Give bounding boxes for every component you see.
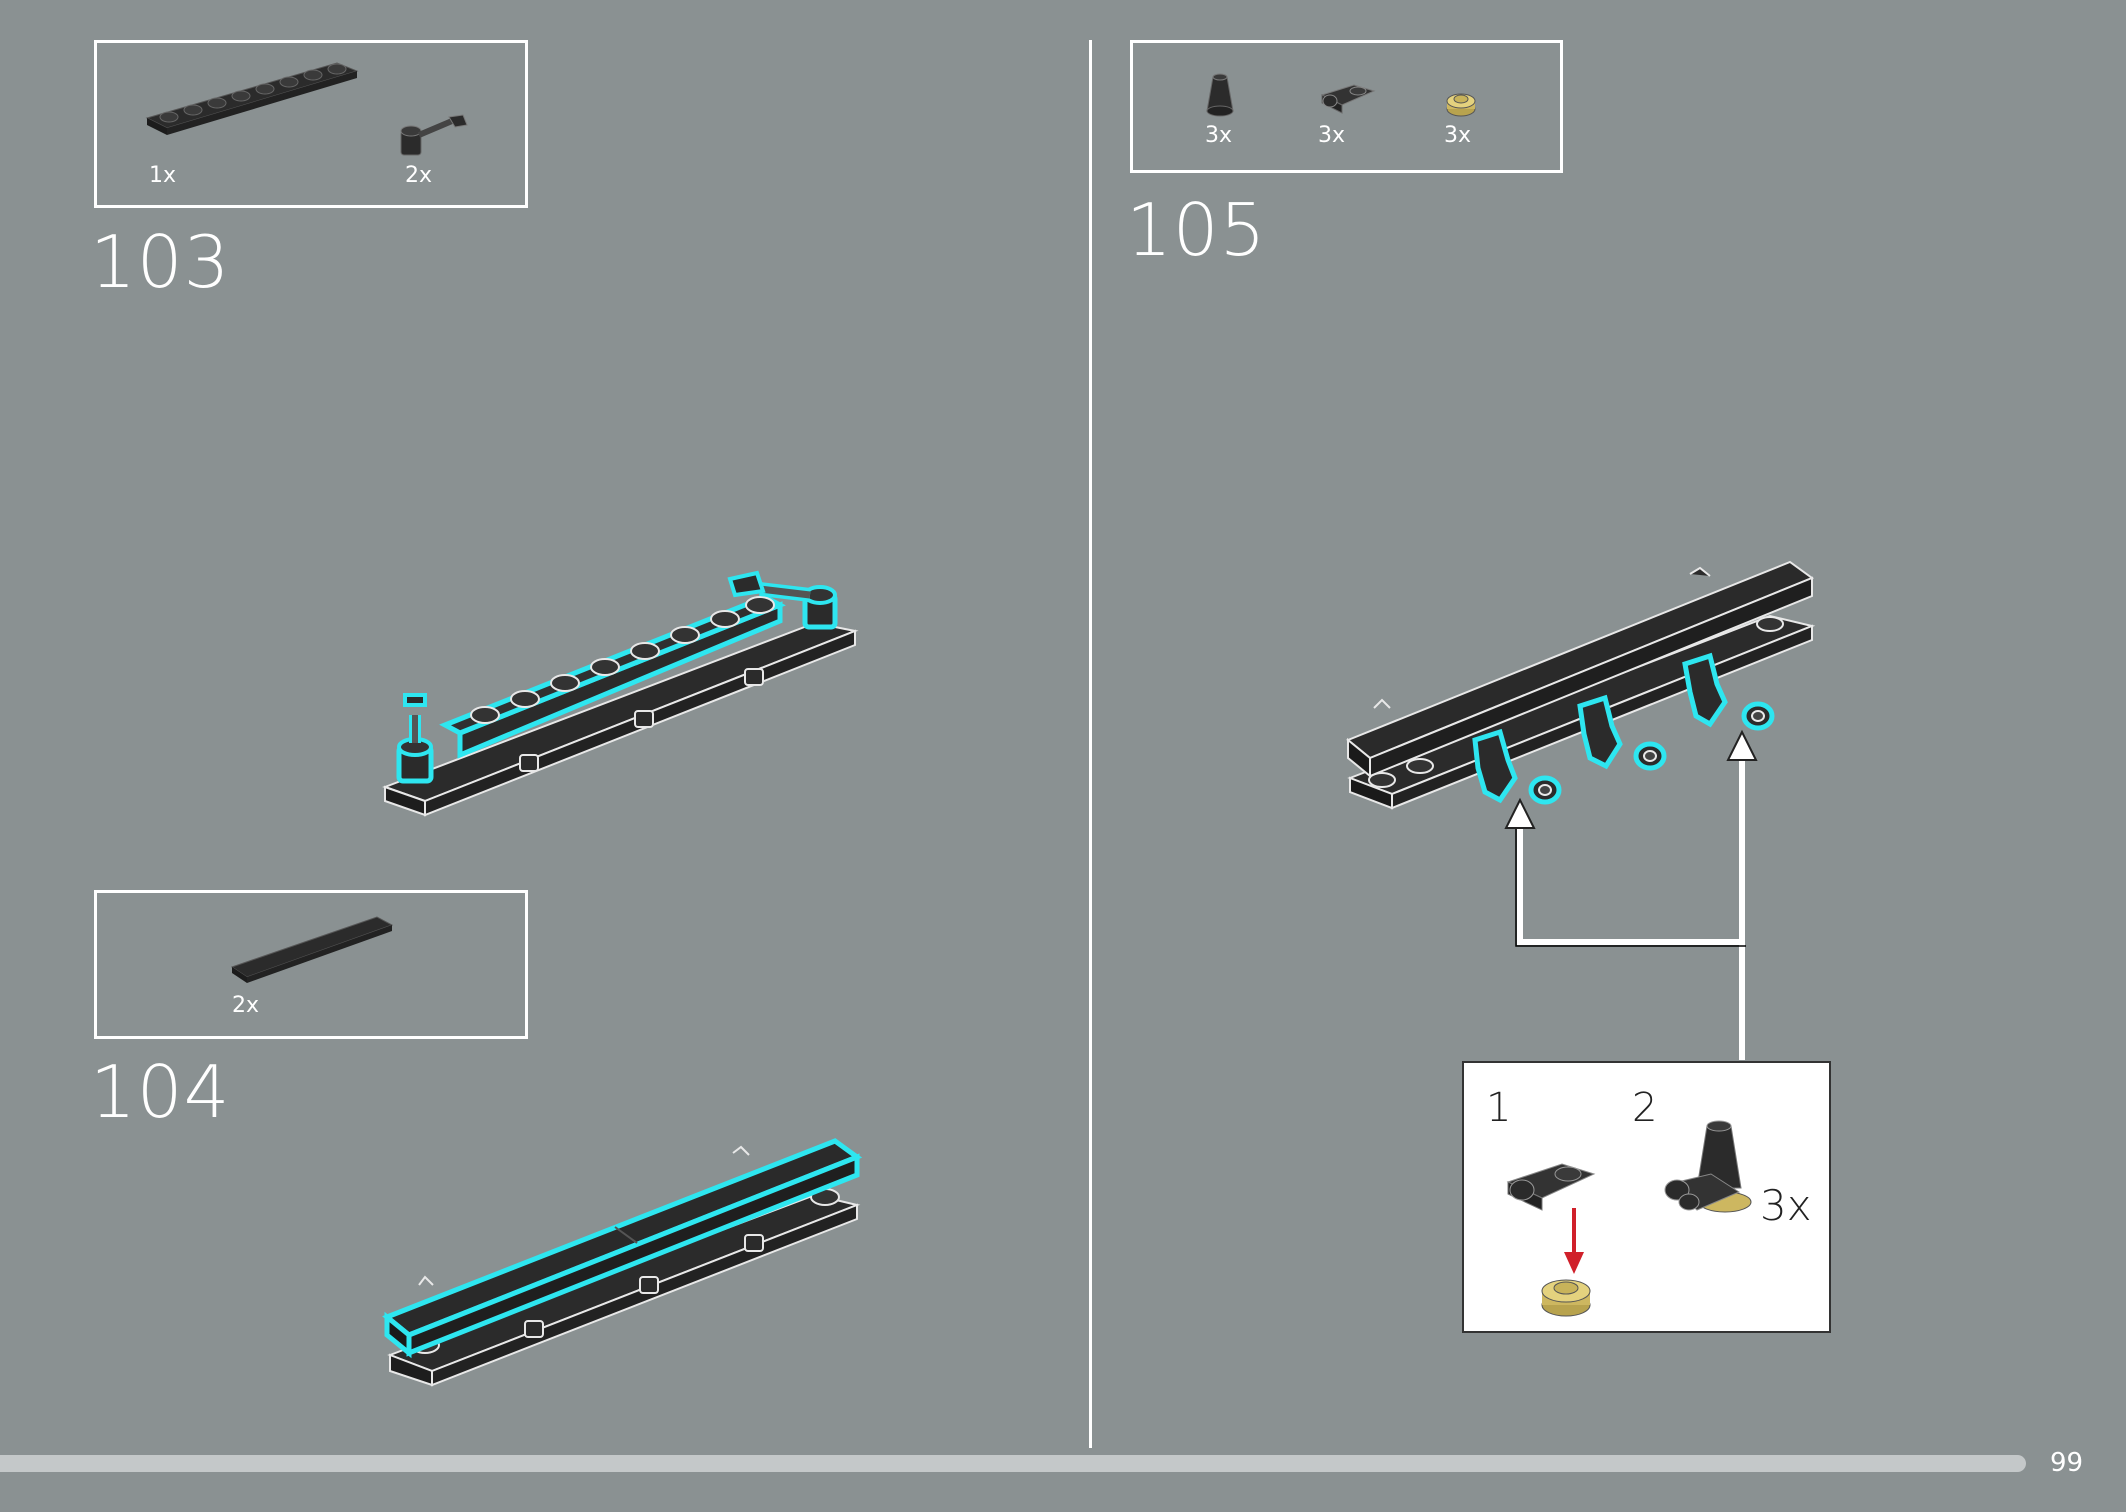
hose-connector-part-icon [400,114,468,156]
tile-1x8-part-icon [230,916,394,983]
plate-clip-qty: 3x [1318,123,1346,148]
step-104-parts-box: 2x [94,890,528,1039]
callout-red-arrow [1564,1208,1584,1274]
cone-1x1-part-icon [1206,73,1234,117]
callout-quantity: 3x [1760,1181,1812,1230]
cone-1x1-qty: 3x [1205,123,1233,148]
callout-gold-round-plate-icon [1541,1279,1591,1317]
callout-substep-1-number: 1 [1486,1085,1512,1131]
callout-substep-2-number: 2 [1632,1085,1658,1131]
round-plate-gold-qty: 3x [1444,123,1472,148]
tile-1x8-qty: 2x [232,993,260,1018]
page-number: 99 [2050,1448,2084,1478]
plate-clip-part-icon [1320,84,1376,114]
callout-lamp-subassembly-icon [1664,1120,1752,1213]
round-plate-gold-part-icon [1446,93,1476,117]
plate-1x8-qty: 1x [149,163,177,188]
step-103-assembly-illustration [382,570,859,817]
step-104-number: 104 [90,1050,231,1134]
page-divider [1089,40,1092,1448]
callout-plate-clip-icon [1506,1163,1596,1211]
page-progress-bar [0,1455,2026,1472]
step-105-callout-box: 1 2 3x [1462,1061,1831,1333]
step-103-number: 103 [90,220,231,304]
step-105-number: 105 [1126,188,1267,272]
plate-1x8-part-icon [145,62,359,135]
step-104-assembly-illustration [382,1138,863,1387]
step-105-assembly-illustration [1346,560,1816,1060]
hose-connector-qty: 2x [405,163,433,188]
step-103-parts-box: 1x 2x [94,40,528,208]
step-105-parts-box: 3x 3x 3x [1130,40,1563,173]
